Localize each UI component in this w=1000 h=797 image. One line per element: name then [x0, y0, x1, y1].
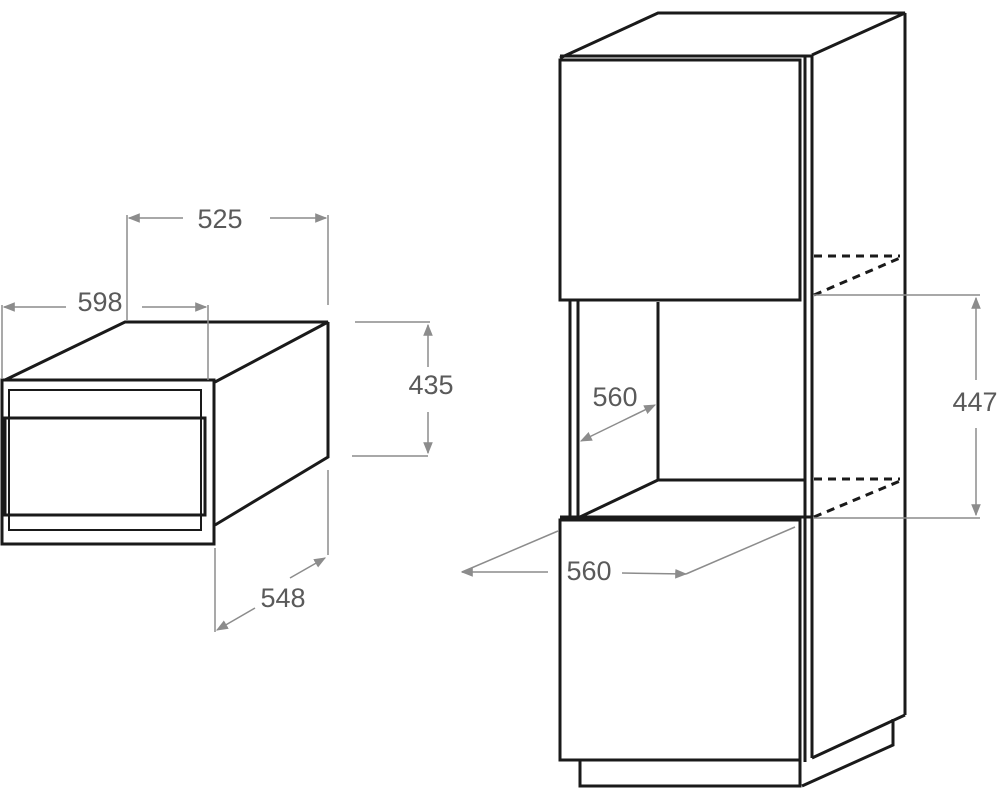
dimension-label-447: 447	[952, 387, 997, 417]
dimension-560-width: 560	[460, 526, 796, 586]
dimension-525: 525	[126, 204, 329, 320]
dimension-560-depth: 560	[579, 382, 657, 442]
dimension-447: 447	[814, 294, 998, 519]
dimension-label-560-depth: 560	[592, 382, 637, 412]
dimension-label-598: 598	[77, 287, 122, 317]
dimension-435: 435	[352, 321, 454, 457]
dimension-598: 598	[1, 287, 209, 380]
oven-unit-drawing	[0, 320, 330, 546]
dimension-label-548: 548	[260, 583, 305, 613]
dimension-548: 548	[214, 470, 329, 632]
dimension-label-525: 525	[197, 204, 242, 234]
dimension-label-560-width: 560	[566, 556, 611, 586]
cabinet-drawing	[558, 11, 907, 788]
dimension-label-435: 435	[408, 370, 453, 400]
